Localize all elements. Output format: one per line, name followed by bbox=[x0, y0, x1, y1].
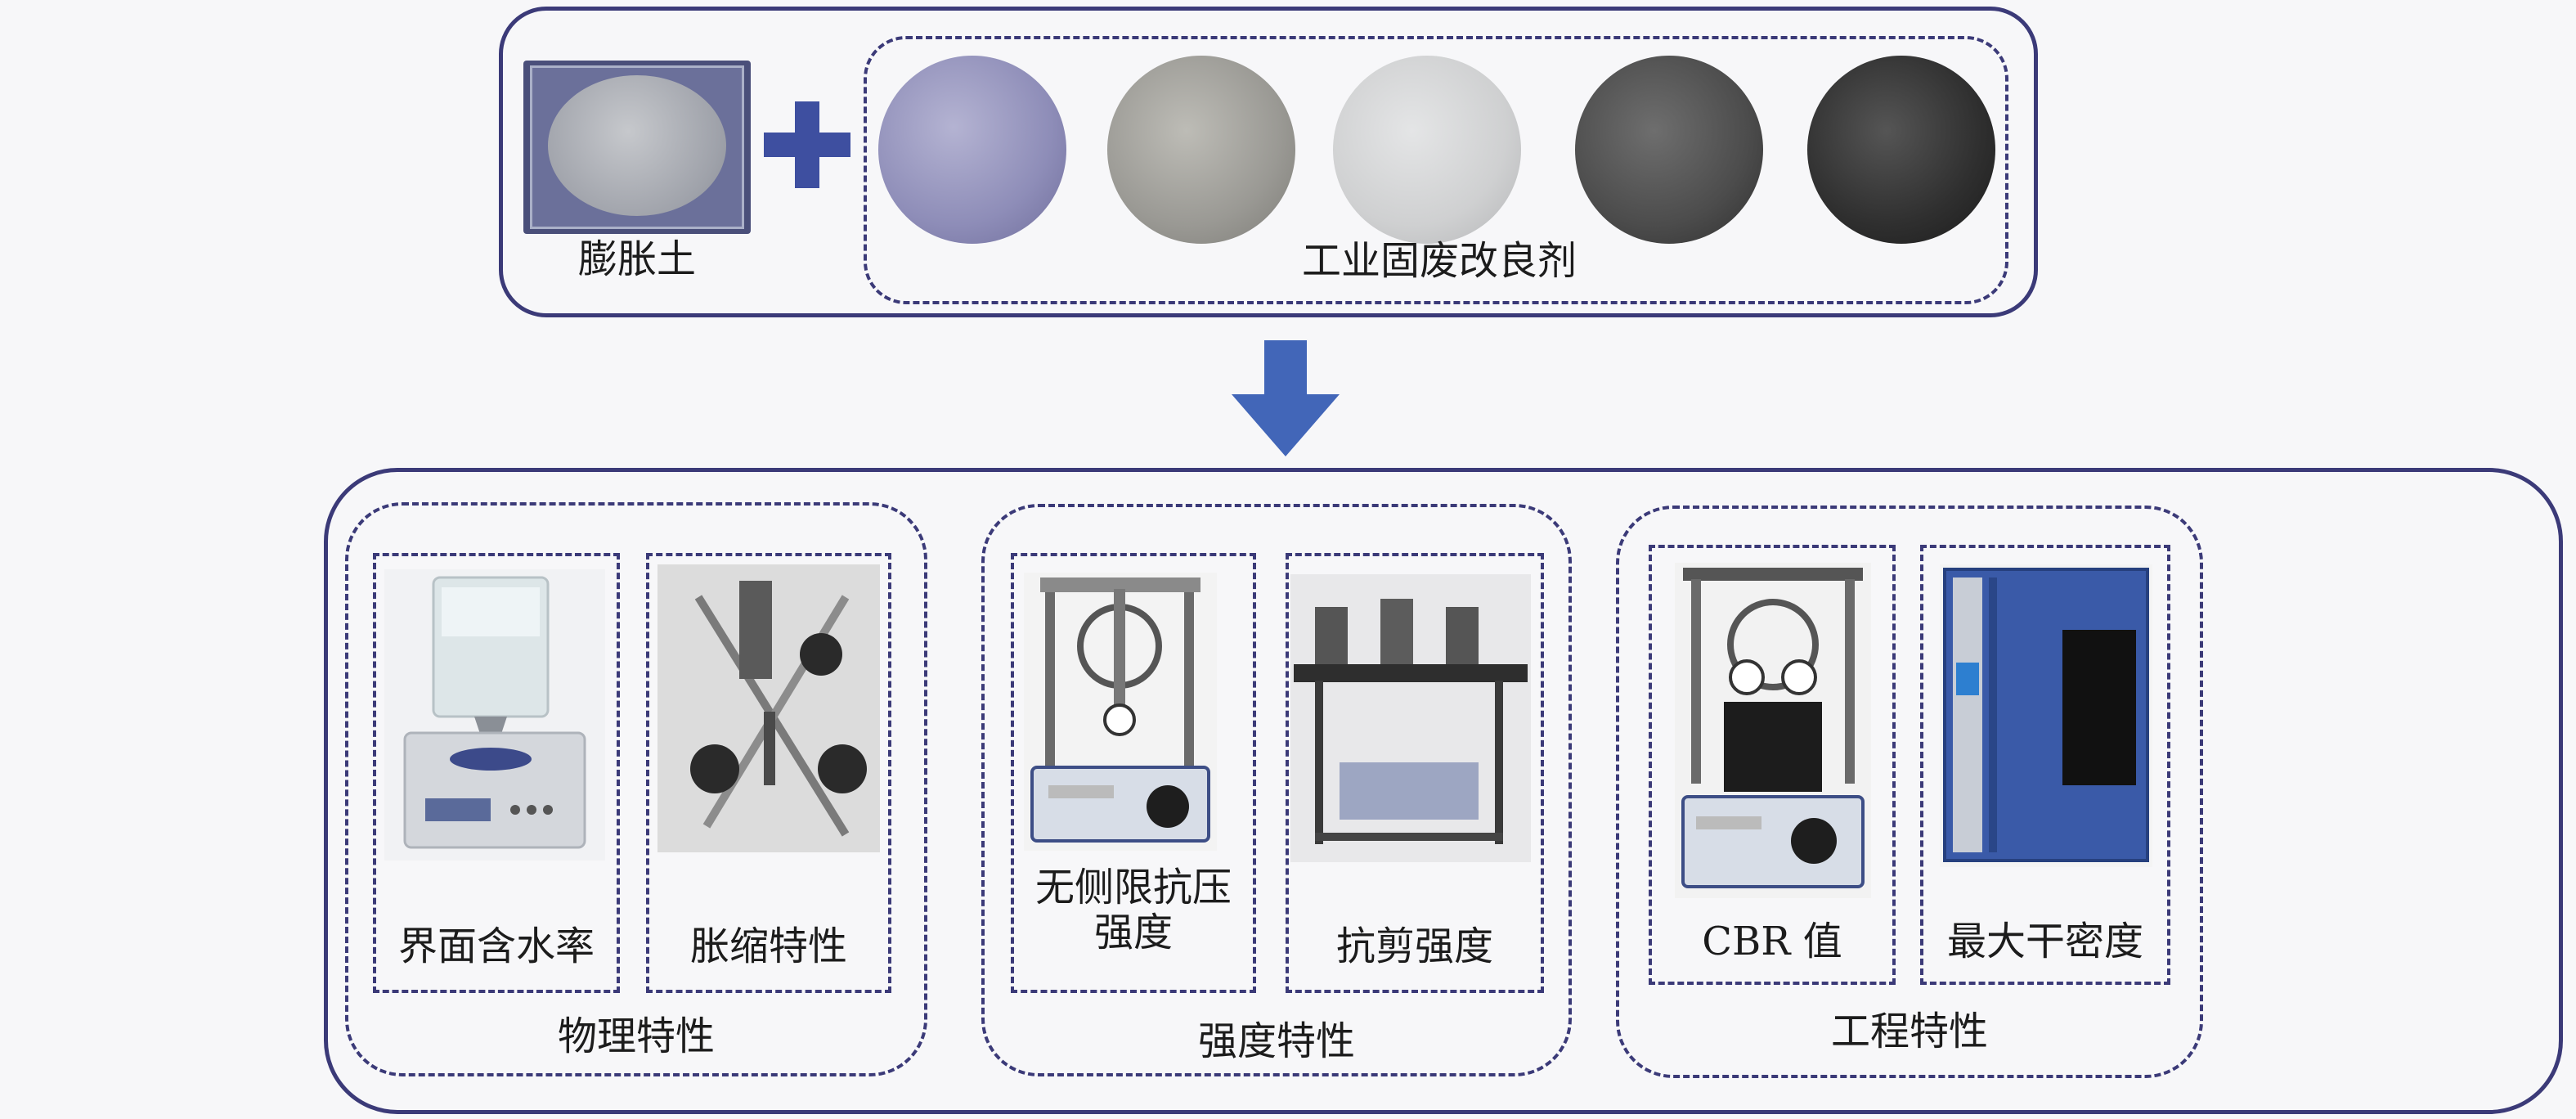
ucs-apparatus-photo bbox=[1024, 573, 1217, 851]
swell-shrink-box bbox=[646, 553, 891, 993]
moisture-analyzer-photo bbox=[384, 569, 605, 861]
shear-strength-box bbox=[1286, 553, 1544, 993]
expansive-soil-photo bbox=[523, 61, 751, 234]
additive-sample-4 bbox=[1575, 56, 1763, 244]
additive-label: 工业固废改良剂 bbox=[1301, 238, 1577, 284]
interface-moisture-box bbox=[373, 553, 620, 993]
swell-shrink-label: 胀缩特性 bbox=[689, 924, 847, 969]
additive-sample-5 bbox=[1807, 56, 1995, 244]
physical-group-box bbox=[345, 502, 927, 1076]
plus-icon bbox=[759, 97, 855, 193]
cbr-apparatus-photo bbox=[1675, 563, 1871, 898]
engineering-group-box bbox=[1616, 506, 2203, 1078]
additive-sample-1 bbox=[878, 56, 1066, 244]
additive-sample-3 bbox=[1333, 56, 1521, 244]
expansive-soil-label: 膨胀土 bbox=[577, 236, 696, 282]
shear-strength-label: 抗剪强度 bbox=[1335, 924, 1493, 969]
strength-group-title: 强度特性 bbox=[1197, 1018, 1355, 1064]
max-dry-density-label: 最大干密度 bbox=[1946, 919, 2143, 964]
top-frame bbox=[499, 7, 2038, 317]
max-dry-density-box bbox=[1920, 545, 2170, 985]
engineering-group-title: 工程特性 bbox=[1830, 1009, 1988, 1054]
additive-dashed-box bbox=[864, 36, 2008, 304]
bottom-frame bbox=[324, 468, 2563, 1114]
swell-shrink-apparatus-photo bbox=[657, 564, 880, 852]
down-arrow-icon bbox=[1228, 337, 1343, 460]
ucs-box bbox=[1011, 553, 1256, 993]
shear-apparatus-photo bbox=[1290, 574, 1531, 862]
ucs-label: 无侧限抗压强度 bbox=[1034, 865, 1232, 956]
cbr-box bbox=[1649, 545, 1896, 985]
physical-group-title: 物理特性 bbox=[557, 1013, 715, 1059]
additive-sample-2 bbox=[1107, 56, 1295, 244]
cbr-label: CBR 值 bbox=[1702, 919, 1842, 964]
drying-oven-photo bbox=[1940, 564, 2152, 867]
interface-moisture-label: 界面含水率 bbox=[397, 924, 595, 969]
strength-group-box bbox=[981, 504, 1572, 1076]
